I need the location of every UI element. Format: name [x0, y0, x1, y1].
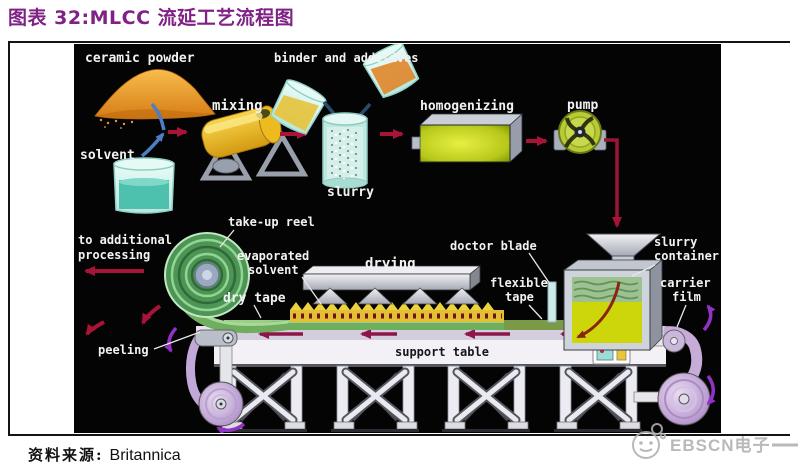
label-dry-tape: dry tape: [223, 291, 286, 306]
label-to-additional-2: processing: [78, 248, 150, 262]
watermark: EBSCN电子: [624, 417, 800, 470]
ceramic-powder-illustration: [94, 69, 216, 129]
slurry-container-illustration: [547, 233, 664, 351]
label-solvent: solvent: [80, 148, 135, 163]
divider-bottom: [8, 434, 790, 436]
mixer-illustration: [199, 105, 309, 181]
label-leader-lines: [153, 229, 687, 350]
solvent-beaker-illustration: [113, 157, 175, 214]
label-drying: drying: [365, 256, 416, 272]
label-evaporated-2: solvent: [248, 263, 299, 277]
label-slurry: slurry: [327, 185, 374, 200]
label-doctor-blade: doctor blade: [450, 239, 537, 253]
label-binder-additives: binder and additives: [274, 51, 419, 65]
label-slurry-container-1: slurry: [654, 235, 697, 249]
label-take-up-reel: take-up reel: [228, 215, 315, 229]
label-carrier-1: carrier: [660, 276, 711, 290]
binder-beakers-illustration: [269, 42, 420, 135]
label-carrier-2: film: [672, 290, 701, 304]
slurry-beaker-illustration: [322, 112, 368, 189]
pipe-to-container: [604, 138, 622, 228]
take-up-reel-illustration: [164, 232, 289, 334]
process-diagram: ceramic powder solvent mixing binder and…: [74, 42, 721, 435]
label-flexible-2: tape: [505, 290, 534, 304]
film-direction-curl: [85, 320, 105, 336]
label-evaporated-1: evaporated: [237, 249, 309, 263]
source-prefix: 资料来源:: [28, 446, 104, 464]
support-table-illustration: [196, 326, 666, 432]
label-slurry-container-2: container: [654, 249, 719, 263]
label-support-table: support table: [395, 345, 489, 359]
table-leg: [442, 365, 530, 432]
homogenizer-illustration: [411, 113, 524, 163]
label-pump: pump: [567, 98, 598, 113]
label-to-additional-1: to additional: [78, 233, 172, 247]
source-name: Britannica: [109, 447, 181, 464]
table-leg: [331, 365, 419, 432]
source-line: 资料来源: Britannica: [28, 444, 181, 465]
doctor-blade-illustration: [547, 281, 557, 323]
tape-direction-curl: [141, 304, 162, 325]
drying-hood-illustration: [301, 265, 482, 305]
label-flexible-1: flexible: [490, 276, 548, 290]
label-homogenizing: homogenizing: [420, 99, 514, 114]
pump-illustration: [553, 110, 607, 154]
wechat-logo-icon: [632, 423, 667, 459]
peeling-rollers-illustration: [164, 326, 246, 435]
watermark-text: EBSCN电子: [670, 435, 771, 455]
label-ceramic-powder: ceramic powder: [85, 51, 195, 66]
divider-top: [8, 41, 790, 43]
figure-title: 图表 32:MLCC 流延工艺流程图: [8, 7, 295, 29]
label-mixing: mixing: [212, 98, 263, 114]
label-peeling: peeling: [98, 343, 149, 357]
merge-arrows: [140, 102, 166, 158]
divider-left: [8, 41, 10, 436]
